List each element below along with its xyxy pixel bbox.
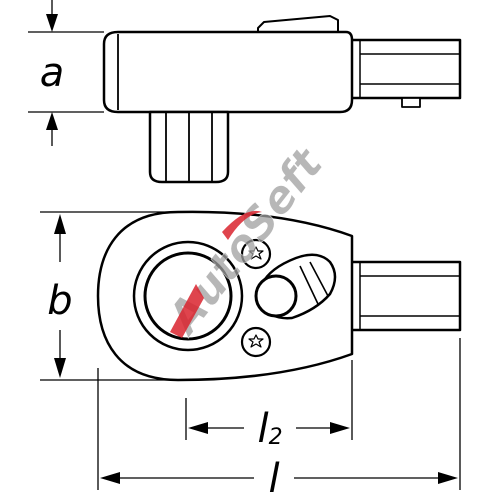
watermark-red-swoosh — [222, 210, 262, 240]
side-ball-detent — [401, 97, 421, 108]
dimension-l2 — [185, 360, 353, 440]
arrow-l2-left — [188, 422, 208, 434]
top-view — [96, 210, 462, 382]
dimension-a — [28, 0, 104, 146]
dimension-label-b: b — [47, 278, 72, 324]
arrow-b-top — [54, 214, 66, 234]
watermark-accent — [170, 210, 262, 338]
top-lever-pivot — [254, 274, 298, 318]
dimension-label-l2: l2 — [257, 406, 282, 452]
top-square-drive — [346, 260, 462, 332]
arrow-a-top — [46, 14, 58, 32]
top-lever-groove-2 — [309, 261, 329, 297]
dimension-label-l: l — [268, 456, 279, 500]
side-view — [102, 15, 462, 184]
dimension-label-a: a — [40, 50, 65, 96]
dimension-l — [97, 338, 461, 490]
arrow-l-right — [438, 472, 458, 484]
arrow-a-bottom — [46, 112, 58, 130]
arrow-l-left — [100, 472, 120, 484]
watermark-red-stroke — [170, 284, 204, 338]
top-screw-upper-torx — [248, 246, 264, 260]
arrow-b-bottom — [54, 358, 66, 378]
top-lever-groove-1 — [299, 265, 319, 305]
side-body — [102, 30, 354, 114]
top-drive-inner-circle — [143, 251, 233, 341]
dimension-b — [40, 211, 178, 381]
top-screw-lower-torx — [248, 334, 264, 348]
side-square-drive — [346, 38, 462, 100]
arrow-l2-right — [330, 422, 350, 434]
